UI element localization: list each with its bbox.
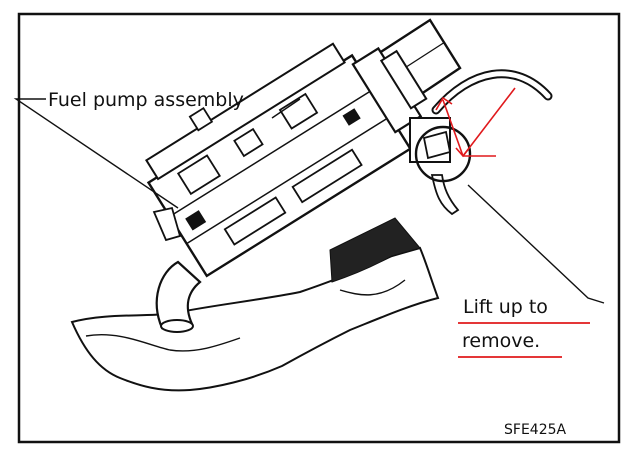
cloth-mat <box>70 246 440 392</box>
elbow-pipe-mouth <box>160 319 194 333</box>
pump-rib-2 <box>186 115 391 245</box>
red-arrow-long <box>462 87 516 157</box>
pump-window <box>176 154 221 196</box>
pump-window-3 <box>278 92 319 130</box>
connector-latch <box>422 130 452 160</box>
figure-code: SFE425A <box>504 422 567 438</box>
cloth-fold <box>85 334 241 352</box>
lift-label-line2: remove. <box>462 330 540 352</box>
figure-border <box>17 12 621 444</box>
pump-window-2 <box>233 127 264 158</box>
left-clip <box>152 206 182 242</box>
pump-tab <box>188 106 214 132</box>
pump-slot-2 <box>291 148 363 204</box>
tank-shadow <box>329 217 421 283</box>
pump-leader-line-2 <box>271 98 301 119</box>
red-arrowhead <box>435 96 453 111</box>
red-annotation-arrows <box>435 87 516 158</box>
detail-circle <box>414 125 472 183</box>
pump-end-ring <box>379 49 428 110</box>
pump-leader-line <box>13 98 179 209</box>
pump-housing-top <box>145 42 346 181</box>
lift-leader-line <box>467 184 605 304</box>
pump-slot <box>223 196 287 246</box>
lift-label-line1: Lift up to <box>463 296 548 318</box>
hose-inner <box>433 71 551 113</box>
cloth-fold-2 <box>339 279 406 296</box>
fuel-pump-label: Fuel pump assembly <box>48 89 244 111</box>
pump-square-2 <box>342 108 361 126</box>
retaining-clip <box>430 174 460 216</box>
red-arrowhead-2 <box>455 146 471 158</box>
red-arrow-diagonal <box>442 99 464 157</box>
pump-body <box>145 42 428 278</box>
pump-square <box>185 210 207 231</box>
pump-rib <box>169 88 374 218</box>
